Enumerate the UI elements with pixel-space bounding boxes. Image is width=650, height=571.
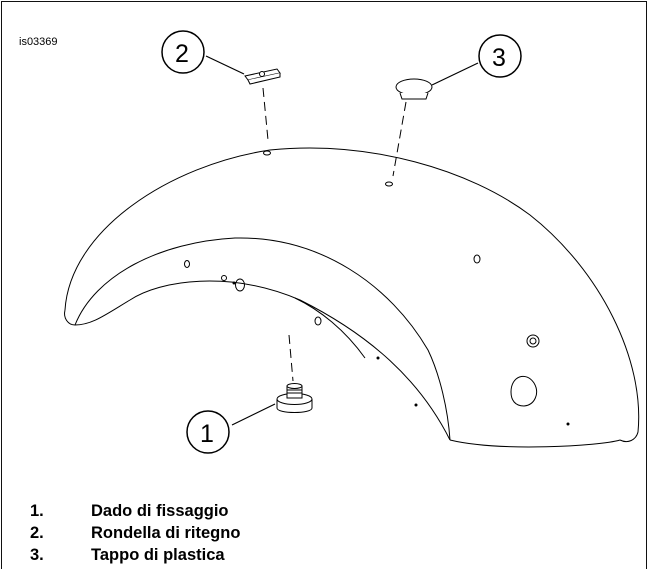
side-hole-a: [184, 260, 190, 268]
legend-label: Rondella di ritegno: [91, 524, 241, 542]
grommet-inner: [529, 337, 537, 345]
legend-number: 3.: [30, 546, 44, 564]
legend-number: 2.: [30, 524, 44, 542]
fender-front-tip: [64, 309, 76, 326]
side-hole-e: [473, 254, 481, 264]
fender-inner-arch: [74, 237, 451, 441]
dash-line-1: [288, 334, 294, 382]
top-hole-2: [263, 150, 271, 156]
callout-2-leader: [205, 55, 245, 75]
legend-number: 1.: [30, 502, 44, 520]
side-hole-b: [221, 275, 227, 281]
small-dot-2: [376, 356, 380, 360]
parts-legend: 1. Dado di fissaggio 2. Rondella di ritegn…: [30, 500, 240, 566]
legend-label: Tappo di plastica: [91, 546, 225, 564]
small-dot-4: [566, 422, 570, 426]
callout-3-number: 3: [492, 44, 506, 72]
legend-item: 3. Tappo di plastica: [30, 544, 240, 566]
grommet-outer: [526, 334, 540, 348]
callout-1-leader: [231, 403, 276, 426]
callout-2-number: 2: [175, 40, 189, 68]
callout-3-circle: [478, 34, 522, 78]
side-hole-c: [235, 278, 245, 292]
figure-id: is03369: [19, 36, 58, 48]
retaining-washer: [244, 68, 281, 85]
fender-outer-edge: [64, 147, 640, 443]
plastic-cap: [395, 78, 433, 100]
light-cutout: [510, 375, 538, 407]
dash-line-3: [392, 101, 407, 177]
top-hole-3: [385, 181, 393, 187]
fender-flange: [294, 297, 366, 359]
legend-item: 1. Dado di fissaggio: [30, 500, 240, 522]
fastening-nut: [276, 383, 313, 413]
legend-label: Dado di fissaggio: [91, 502, 229, 520]
legend-item: 2. Rondella di ritegno: [30, 522, 240, 544]
side-hole-d: [314, 316, 322, 326]
small-dot-1: [232, 281, 236, 285]
callout-1-number: 1: [200, 420, 214, 448]
dash-line-2: [262, 87, 269, 141]
fender-inner-edge: [74, 280, 451, 441]
small-dot-3: [414, 403, 418, 407]
callout-2-circle: [161, 30, 205, 74]
callout-1-circle: [186, 410, 230, 454]
callout-3-leader: [431, 62, 479, 86]
fender-rear-edge: [449, 439, 621, 448]
